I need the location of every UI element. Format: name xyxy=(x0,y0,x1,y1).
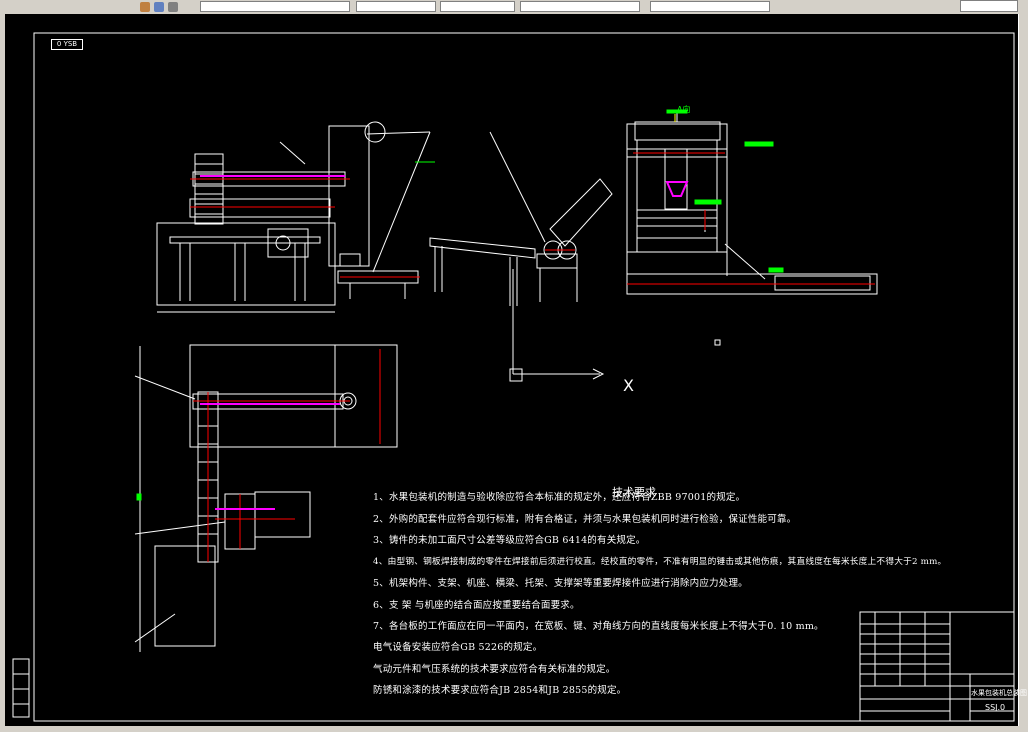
horizontal-scrollbar[interactable] xyxy=(0,726,1028,732)
title-block xyxy=(859,611,1015,722)
tech-note: 6、支 架 与机座的结合面应按重要结合面要求。 xyxy=(373,600,580,611)
toolbar-dropdown-color[interactable] xyxy=(356,1,436,12)
toolbar-dropdown-layer[interactable] xyxy=(200,1,350,12)
tech-note: 防锈和涂漆的技术要求应符合JB 2854和JB 2855的规定。 xyxy=(373,685,627,696)
product-name: 水果包装机总装图 xyxy=(971,689,1027,697)
tech-note: 1、水果包装机的制造与验收除应符合本标准的规定外，还应符合ZBB 97001的规… xyxy=(373,492,746,503)
tech-note: 5、机架构件、支架、机座、横梁、托架、支撑架等重要焊接件应进行消除内应力处理。 xyxy=(373,578,748,589)
toolbar-icon-1[interactable] xyxy=(140,2,150,12)
tech-note: 3、铸件的未加工面尺寸公差等级应符合GB 6414的有关规定。 xyxy=(373,535,646,546)
toolbar-dropdown-plotstyle[interactable] xyxy=(650,1,770,12)
tech-note: 气动元件和气压系统的技术要求应符合有关标准的规定。 xyxy=(373,664,616,675)
ucs-x-axis-label: X xyxy=(623,376,634,395)
toolbar-icon-2[interactable] xyxy=(154,2,164,12)
cad-drawing xyxy=(12,32,1015,722)
tech-note: 4、由型钢、钢板焊接制成的零件在焊接前后须进行校直。经校直的零件，不准有明显的锤… xyxy=(373,557,947,567)
toolbar-dropdown-linetype[interactable] xyxy=(440,1,515,12)
toolbar-dropdown-lineweight[interactable] xyxy=(520,1,640,12)
toolbar xyxy=(0,0,1028,15)
window-frame-left xyxy=(0,14,5,728)
tech-note: 电气设备安装应符合GB 5226的规定。 xyxy=(373,642,543,653)
drawing-number: SSJ.0 xyxy=(985,703,1006,712)
drawing-canvas[interactable]: 0 YSB A向 X 技术要求 1、水果包装机的制造与验收除应符合本标准的规定外… xyxy=(5,14,1027,726)
tech-requirements-title: 技术要求 xyxy=(612,486,656,499)
vertical-scrollbar[interactable] xyxy=(1018,14,1028,732)
drawing-border xyxy=(33,32,1015,722)
tech-note: 2、外购的配套件应符合现行标准，附有合格证，并须与水果包装机同时进行检验，保证性… xyxy=(373,514,797,525)
command-line-box[interactable] xyxy=(960,0,1018,12)
layer-tab[interactable]: 0 YSB xyxy=(51,39,83,50)
toolbar-icon-3[interactable] xyxy=(168,2,178,12)
tech-note: 7、各台板的工作面应在同一平面内，在宽板、键、对角线方向的直线度每米长度上不得大… xyxy=(373,621,824,632)
view-a-label: A向 xyxy=(677,105,691,114)
